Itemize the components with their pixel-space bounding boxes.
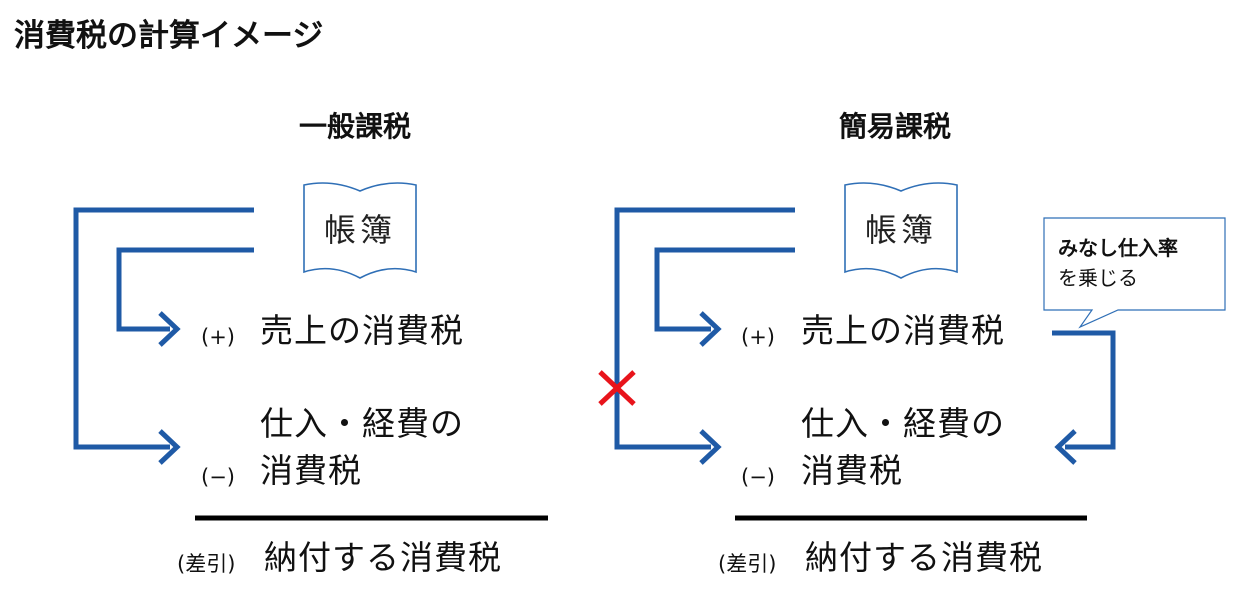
flow-line-to-sales [116, 247, 254, 332]
payable-tax-label: 納付する消費税 [805, 538, 1043, 577]
book-label: 帳簿 [865, 211, 937, 249]
column-heading-simplified: 簡易課税 [839, 110, 951, 143]
purchase-label-line1: 仕入・経費の [260, 404, 464, 443]
arrowhead-purchase [158, 429, 181, 465]
arrowhead-deemed-purchase [1054, 429, 1077, 465]
cross-mark-icon [598, 370, 636, 406]
ledger-book-icon: 帳簿 [303, 182, 417, 279]
flow-line-deemed-purchase [1052, 330, 1116, 450]
purchase-label-line1: 仕入・経費の [801, 404, 1005, 443]
column-heading-general: 一般課税 [299, 110, 411, 143]
ledger-book-icon: 帳簿 [844, 182, 958, 279]
arrowhead-sales [158, 311, 181, 347]
callout-deemed-purchase-rate: みなし仕入率 を乗じる [1043, 217, 1226, 329]
flow-line-to-sales [654, 247, 795, 332]
flow-line-to-purchase [73, 207, 254, 450]
sales-tax-label: 売上の消費税 [801, 311, 1005, 350]
purchase-label-line2: 消費税 [801, 451, 903, 490]
column-general-taxation: 一般課税 帳簿 (+) 売上の消費税 仕入・経費の (−) 消費税 (差引) 納… [73, 110, 548, 577]
column-simplified-taxation: 簡易課税 帳簿 (+) 売上の消費税 みなし仕入率 を乗じる 仕入・経費の [598, 110, 1226, 577]
callout-line2: を乗じる [1058, 266, 1138, 290]
sales-prefix: (+) [201, 325, 235, 349]
result-prefix: (差引) [177, 552, 235, 576]
arrowhead-purchase [699, 429, 722, 465]
book-label: 帳簿 [324, 211, 396, 249]
purchase-label-line2: 消費税 [260, 451, 362, 490]
sales-tax-label: 売上の消費税 [260, 311, 464, 350]
sales-prefix: (+) [741, 325, 775, 349]
purchase-prefix: (−) [741, 465, 775, 489]
flow-line-to-purchase [614, 207, 795, 450]
callout-line1: みなし仕入率 [1058, 236, 1178, 260]
purchase-prefix: (−) [201, 465, 235, 489]
page-title: 消費税の計算イメージ [14, 18, 323, 54]
arrowhead-sales [699, 311, 722, 347]
result-prefix: (差引) [718, 552, 776, 576]
payable-tax-label: 納付する消費税 [264, 538, 502, 577]
